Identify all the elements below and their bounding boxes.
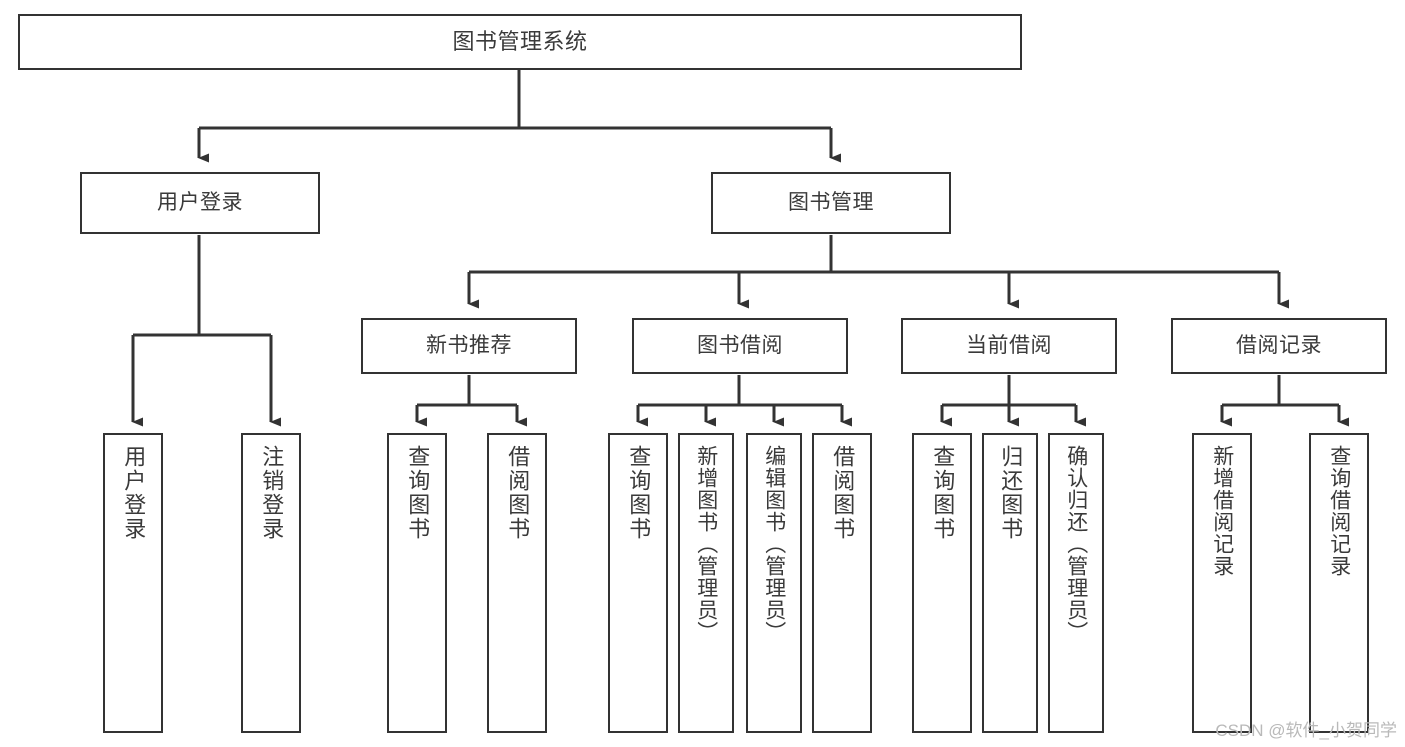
- node-label: 新增图书（管理员）: [694, 445, 718, 643]
- node-label: 归还图书: [998, 445, 1024, 541]
- node-label: 当前借阅: [966, 334, 1052, 358]
- node-label: 借阅记录: [1236, 334, 1322, 358]
- node-label: 用户登录: [157, 191, 243, 215]
- node-label: 编辑图书（管理员）: [762, 445, 786, 643]
- node-current-borrow[interactable]: 当前借阅: [901, 318, 1117, 374]
- node-book-borrow[interactable]: 图书借阅: [632, 318, 848, 374]
- node-leaf-query-borrow-record[interactable]: 查询借阅记录: [1309, 433, 1369, 733]
- node-leaf-query-book-1[interactable]: 查询图书: [387, 433, 447, 733]
- node-label: 新书推荐: [426, 334, 512, 358]
- node-leaf-borrow-book-2[interactable]: 借阅图书: [812, 433, 872, 733]
- node-leaf-add-borrow-record[interactable]: 新增借阅记录: [1192, 433, 1252, 733]
- node-leaf-confirm-return-admin[interactable]: 确认归还（管理员）: [1048, 433, 1104, 733]
- node-new-book-recommend[interactable]: 新书推荐: [361, 318, 577, 374]
- node-label: 查询借阅记录: [1327, 445, 1351, 577]
- watermark-text: CSDN @软件_小贺同学: [1215, 721, 1397, 740]
- node-label: 用户登录: [121, 445, 147, 541]
- node-leaf-edit-book-admin[interactable]: 编辑图书（管理员）: [746, 433, 802, 733]
- node-leaf-add-book-admin[interactable]: 新增图书（管理员）: [678, 433, 734, 733]
- node-borrow-record[interactable]: 借阅记录: [1171, 318, 1387, 374]
- node-label: 图书管理: [788, 191, 874, 215]
- node-label: 借阅图书: [830, 445, 856, 541]
- node-root-book-management-system[interactable]: 图书管理系统: [18, 14, 1022, 70]
- node-leaf-logout-login[interactable]: 注销登录: [241, 433, 301, 733]
- node-leaf-user-login[interactable]: 用户登录: [103, 433, 163, 733]
- node-label: 确认归还（管理员）: [1064, 445, 1088, 643]
- node-leaf-return-book[interactable]: 归还图书: [982, 433, 1038, 733]
- node-label: 查询图书: [405, 445, 431, 541]
- node-leaf-query-book-2[interactable]: 查询图书: [608, 433, 668, 733]
- node-leaf-borrow-book-1[interactable]: 借阅图书: [487, 433, 547, 733]
- node-label: 新增借阅记录: [1210, 445, 1234, 577]
- node-label: 查询图书: [930, 445, 956, 541]
- node-label: 图书管理系统: [452, 28, 588, 54]
- node-book-manage[interactable]: 图书管理: [711, 172, 951, 234]
- node-label: 借阅图书: [505, 445, 531, 541]
- node-label: 查询图书: [626, 445, 652, 541]
- node-leaf-query-book-3[interactable]: 查询图书: [912, 433, 972, 733]
- node-label: 图书借阅: [697, 334, 783, 358]
- node-label: 注销登录: [259, 445, 285, 541]
- node-user-login[interactable]: 用户登录: [80, 172, 320, 234]
